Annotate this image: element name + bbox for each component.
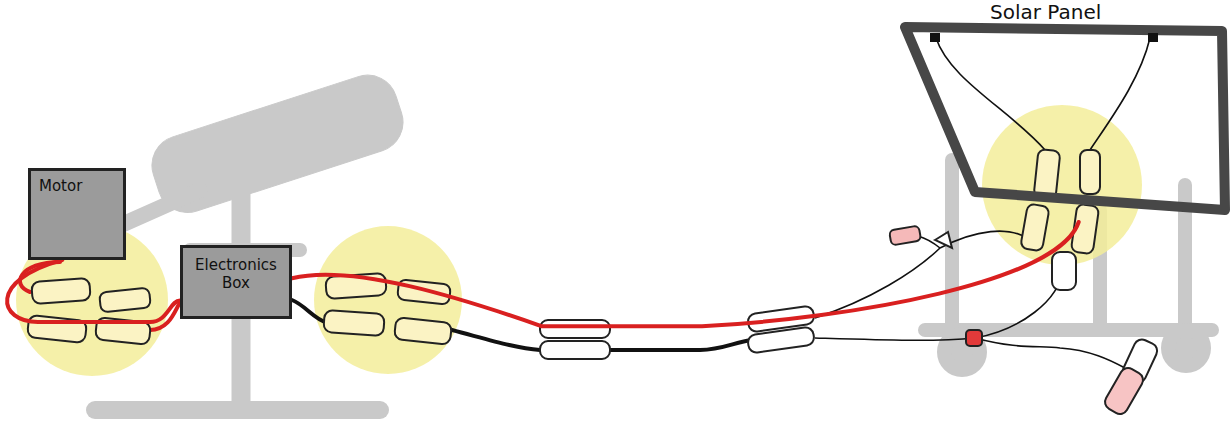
thin-wire — [1090, 38, 1150, 150]
node-label: Motor — [39, 177, 115, 195]
inline-fuse — [540, 341, 610, 359]
cart-wheel — [1168, 330, 1204, 366]
highlight-circle — [982, 105, 1142, 265]
red-tip-connector — [889, 226, 921, 246]
stand-base — [95, 401, 380, 419]
panel-outline — [890, 0, 1230, 222]
panel-title: Solar Panel — [990, 0, 1101, 24]
red-wire — [292, 222, 1079, 326]
red-tip-group — [889, 226, 1146, 417]
connector-group — [27, 149, 1100, 345]
red-junction — [966, 330, 982, 346]
connector — [394, 317, 452, 345]
junction-block — [930, 33, 940, 42]
y-junction — [935, 232, 952, 248]
highlight-circle — [314, 226, 462, 374]
connector — [397, 279, 451, 304]
thin-wire — [815, 338, 975, 340]
black-wire — [292, 300, 326, 322]
junction-block — [1148, 33, 1158, 42]
red-wire — [7, 260, 180, 322]
connector — [27, 315, 87, 343]
connector — [99, 287, 151, 312]
red-tip-connector — [1102, 365, 1146, 417]
wire-group — [20, 262, 752, 350]
highlight-group — [16, 105, 1142, 376]
connector — [31, 278, 90, 304]
thin-wire — [940, 231, 1030, 248]
end-cap — [1052, 252, 1076, 290]
inline-fuse-group — [540, 252, 1160, 385]
panel-frame — [905, 27, 1225, 210]
connector — [323, 310, 384, 336]
inline-fuse — [747, 326, 815, 353]
thin-wire — [975, 338, 1125, 368]
electronics-box: Electronics Box — [180, 245, 292, 319]
connector — [1020, 203, 1049, 251]
motor-box: Motor — [28, 168, 126, 260]
solar-panel: Solar Panel — [890, 0, 1230, 222]
node-label: Electronics Box — [187, 256, 285, 292]
connector — [1080, 150, 1100, 194]
inline-fuse — [540, 320, 610, 338]
